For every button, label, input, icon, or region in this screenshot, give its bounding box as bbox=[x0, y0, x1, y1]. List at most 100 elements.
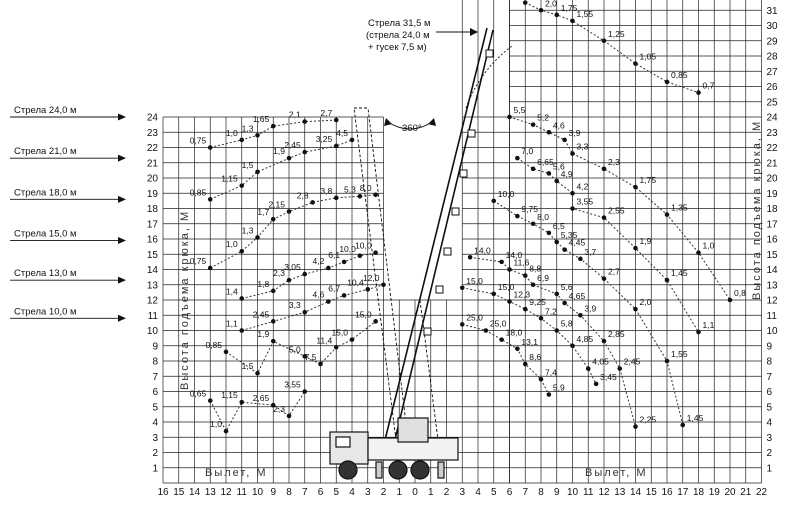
data-label: 2,1 bbox=[289, 110, 301, 120]
x-tick-label: 11 bbox=[237, 487, 248, 498]
x-axis-title-left: Вылет, М bbox=[205, 467, 268, 479]
data-point bbox=[270, 123, 276, 129]
data-point bbox=[696, 329, 701, 335]
y-tick-label-left: 6 bbox=[152, 387, 158, 398]
data-label: 8,0 bbox=[360, 183, 372, 193]
data-label: 10,0 bbox=[355, 241, 372, 251]
x-tick-label: 9 bbox=[270, 487, 276, 498]
data-label: 1,15 bbox=[221, 390, 238, 400]
data-point bbox=[333, 344, 339, 350]
data-point bbox=[270, 216, 276, 222]
data-label: 2,65 bbox=[253, 393, 270, 403]
data-point bbox=[578, 312, 583, 318]
data-point bbox=[546, 230, 552, 236]
series-curve bbox=[225, 321, 376, 374]
data-point bbox=[570, 18, 575, 24]
series: 0,851,151,51,92,453,254,5 bbox=[190, 128, 355, 202]
x-tick-label: 6 bbox=[318, 487, 324, 498]
data-point bbox=[522, 273, 528, 278]
data-point bbox=[270, 288, 276, 294]
data-point bbox=[562, 247, 567, 252]
data-point bbox=[680, 422, 686, 428]
data-point bbox=[302, 149, 308, 155]
data-point bbox=[239, 328, 245, 333]
wheel-2 bbox=[388, 460, 408, 480]
data-point bbox=[467, 254, 473, 260]
boom-label: Стрела 15,0 м bbox=[14, 229, 77, 240]
x-tick-label: 8 bbox=[286, 487, 292, 498]
data-point bbox=[601, 38, 607, 44]
data-label: 6,7 bbox=[328, 283, 340, 293]
data-point bbox=[601, 338, 607, 344]
data-point bbox=[223, 349, 229, 355]
data-label: 1,25 bbox=[608, 29, 625, 39]
x-tick-label: 14 bbox=[189, 487, 201, 498]
x-tick-label: 10 bbox=[567, 487, 579, 498]
data-point bbox=[302, 354, 308, 359]
boom-label: Стрела 24,0 м bbox=[14, 105, 77, 116]
data-label: 1,8 bbox=[257, 279, 269, 289]
y-tick-label-right: 16 bbox=[767, 235, 779, 246]
data-label: 1,0 bbox=[226, 128, 238, 138]
data-point bbox=[546, 171, 552, 176]
y-tick-label-left: 21 bbox=[147, 158, 159, 169]
data-point bbox=[207, 197, 213, 202]
y-tick-label-right: 22 bbox=[767, 143, 779, 154]
data-label: 3,45 bbox=[600, 372, 617, 382]
data-label: 6,9 bbox=[537, 273, 549, 283]
y-tick-label-left: 8 bbox=[152, 357, 158, 368]
top-label-line-3: + гусек 7,5 м) bbox=[368, 42, 427, 53]
y-tick-label-right: 9 bbox=[767, 341, 773, 352]
y-tick-label-right: 28 bbox=[767, 52, 779, 63]
data-label: 5,6 bbox=[553, 161, 565, 171]
data-label: 4,2 bbox=[313, 256, 325, 266]
arrowhead-icon bbox=[118, 276, 126, 284]
y-tick-label-right: 30 bbox=[767, 21, 779, 32]
y-tick-label-right: 20 bbox=[767, 174, 779, 185]
data-point bbox=[459, 322, 465, 327]
arrowhead-icon bbox=[118, 154, 126, 162]
data-label: 3,05 bbox=[284, 262, 301, 272]
data-point bbox=[491, 198, 497, 204]
data-label: 2,25 bbox=[640, 415, 657, 425]
x-tick-label: 3 bbox=[459, 487, 465, 498]
data-label: 1,0 bbox=[210, 419, 222, 429]
y-tick-label-right: 8 bbox=[767, 357, 773, 368]
y-tick-label-right: 1 bbox=[767, 463, 773, 474]
data-label: 10,0 bbox=[339, 244, 356, 254]
y-tick-label-right: 25 bbox=[767, 97, 779, 108]
data-point bbox=[570, 206, 575, 211]
data-point bbox=[333, 195, 339, 201]
x-tick-label: 5 bbox=[491, 487, 497, 498]
boom-label: Стрела 13,0 м bbox=[14, 268, 77, 279]
y-tick-label-left: 11 bbox=[148, 311, 159, 322]
data-label: 5,6 bbox=[561, 282, 573, 292]
data-point bbox=[633, 61, 638, 66]
y-tick-label-left: 15 bbox=[147, 250, 159, 261]
data-label: 2,15 bbox=[268, 200, 285, 210]
data-point bbox=[239, 248, 245, 254]
data-point bbox=[239, 296, 245, 301]
data-label: 0,85 bbox=[205, 340, 222, 350]
data-label: 1,7 bbox=[257, 207, 269, 217]
data-label: 1,65 bbox=[253, 114, 270, 124]
data-label: 4,6 bbox=[313, 290, 325, 300]
x-tick-label: 6 bbox=[507, 487, 513, 498]
data-point bbox=[530, 166, 536, 172]
data-point bbox=[255, 169, 260, 175]
y-tick-label-left: 16 bbox=[147, 235, 159, 246]
data-label: 4,45 bbox=[569, 238, 586, 248]
data-label: 0,75 bbox=[190, 256, 207, 266]
data-point bbox=[538, 377, 544, 382]
y-tick-label-left: 12 bbox=[147, 296, 159, 307]
data-point bbox=[696, 90, 701, 95]
x-tick-label: 9 bbox=[554, 487, 560, 498]
data-label: 3,55 bbox=[284, 380, 301, 390]
series: 25,025,018,013,18,67,45,9 bbox=[459, 312, 565, 397]
data-label: 1,9 bbox=[640, 236, 652, 246]
